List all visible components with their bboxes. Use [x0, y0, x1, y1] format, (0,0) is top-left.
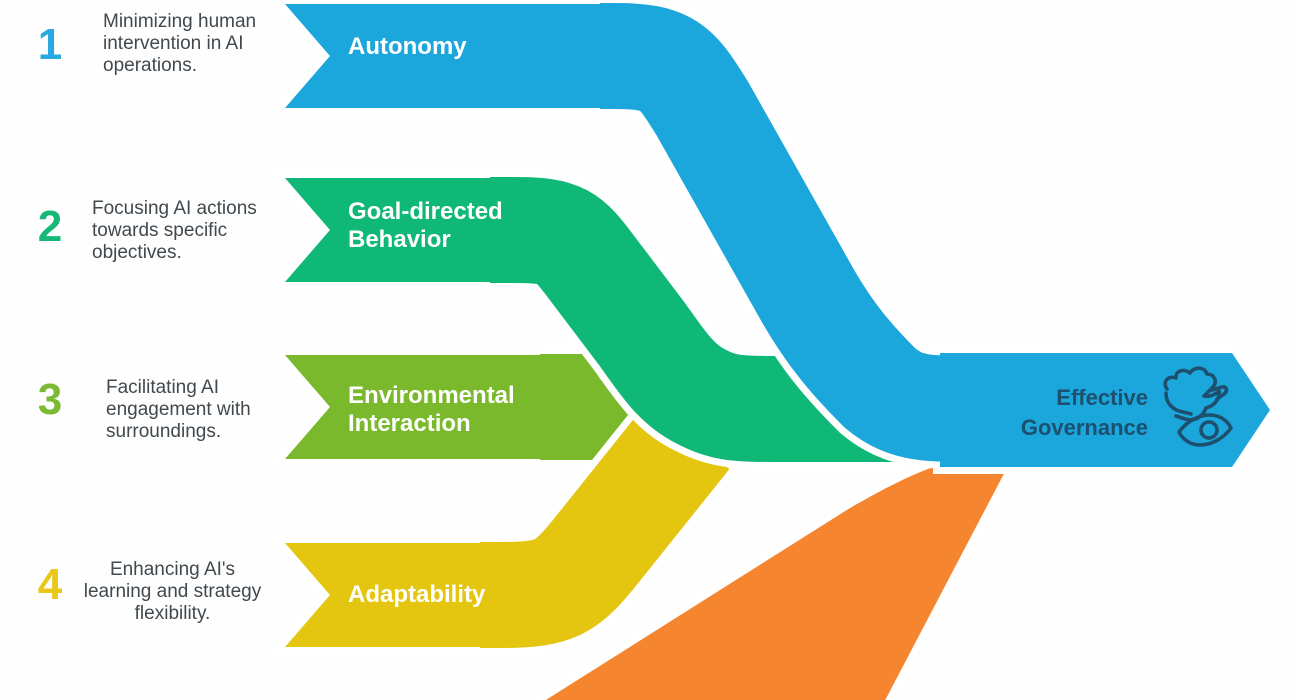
- autonomy-label: Autonomy: [348, 33, 467, 60]
- item-4-number: 4: [37, 560, 63, 609]
- item-1-number: 1: [37, 20, 63, 69]
- goal-directed-behavior-label: Goal-directed Behavior: [348, 198, 503, 253]
- environmental-interaction-label: Environmental Interaction: [348, 382, 515, 437]
- environmental-interaction-banner: [285, 355, 560, 459]
- goal-directed-behavior-banner: [285, 178, 510, 282]
- dove-icon: [1163, 366, 1229, 422]
- item-1-description: Minimizing human intervention in AI oper…: [103, 11, 257, 76]
- adaptability-ribbon: [269, 398, 735, 655]
- item-2-description: Focusing AI actions towards specific obj…: [92, 198, 257, 263]
- item-3-description: Facilitating AI engagement with surround…: [106, 377, 251, 442]
- item-3-number: 3: [37, 375, 63, 424]
- autonomy-banner: [285, 4, 620, 108]
- adaptability-label: Adaptability: [348, 581, 486, 608]
- adaptability-banner: [285, 543, 500, 647]
- effective-governance-title: Effective Governance: [1020, 385, 1148, 440]
- autonomy-ribbon: [269, 0, 1279, 474]
- item-4-description: Enhancing AI's learning and strategy fle…: [83, 559, 262, 624]
- goal-directed-behavior-ribbon: [269, 170, 905, 469]
- item-2-number: 2: [37, 202, 63, 251]
- eye-icon: [1177, 413, 1233, 447]
